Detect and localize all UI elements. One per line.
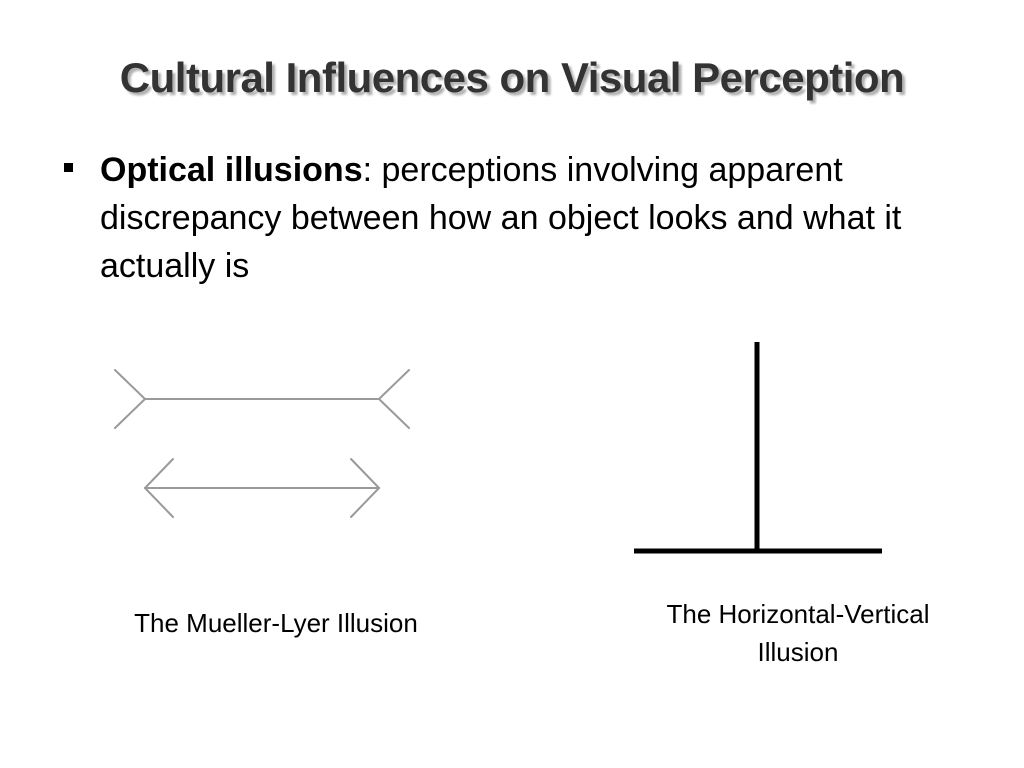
mueller-lyer-top-right-fin-upper bbox=[378, 369, 410, 400]
mueller-lyer-bottom-right-fin-upper bbox=[350, 458, 380, 489]
mueller-lyer-illustration bbox=[114, 369, 410, 518]
bullet-term: Optical illusions bbox=[100, 151, 363, 189]
horizontal-vertical-caption-line-2: Illusion bbox=[757, 637, 839, 667]
mueller-lyer-inward-fins-figure bbox=[144, 458, 380, 518]
bullet-definition: perceptions involving apparent discrepan… bbox=[100, 151, 902, 285]
mueller-lyer-top-right-fin-lower bbox=[378, 398, 410, 429]
slide-title: Cultural Influences on Visual Perception bbox=[119, 54, 905, 101]
mueller-lyer-outward-fins-figure bbox=[114, 369, 410, 429]
square-bullet-icon bbox=[64, 163, 73, 172]
mueller-lyer-bottom-right-fin-lower bbox=[350, 487, 380, 518]
mueller-lyer-caption: The Mueller-Lyer Illusion bbox=[134, 608, 418, 638]
horizontal-vertical-caption-line-1: The Horizontal-Vertical bbox=[666, 599, 930, 629]
mueller-lyer-top-left-fin-lower bbox=[114, 398, 146, 429]
bullet-separator: : bbox=[362, 151, 373, 189]
horizontal-vertical-caption: The Horizontal-Vertical Illusion bbox=[624, 595, 972, 671]
bullet-point: Optical illusions: perceptions involving… bbox=[62, 146, 942, 290]
mueller-lyer-top-left-fin-upper bbox=[114, 369, 146, 400]
bullet-text: Optical illusions: perceptions involving… bbox=[100, 146, 942, 290]
horizontal-vertical-illustration bbox=[634, 342, 882, 554]
mueller-lyer-bottom-left-fin-upper bbox=[144, 458, 174, 489]
mueller-lyer-bottom-left-fin-lower bbox=[144, 487, 174, 518]
